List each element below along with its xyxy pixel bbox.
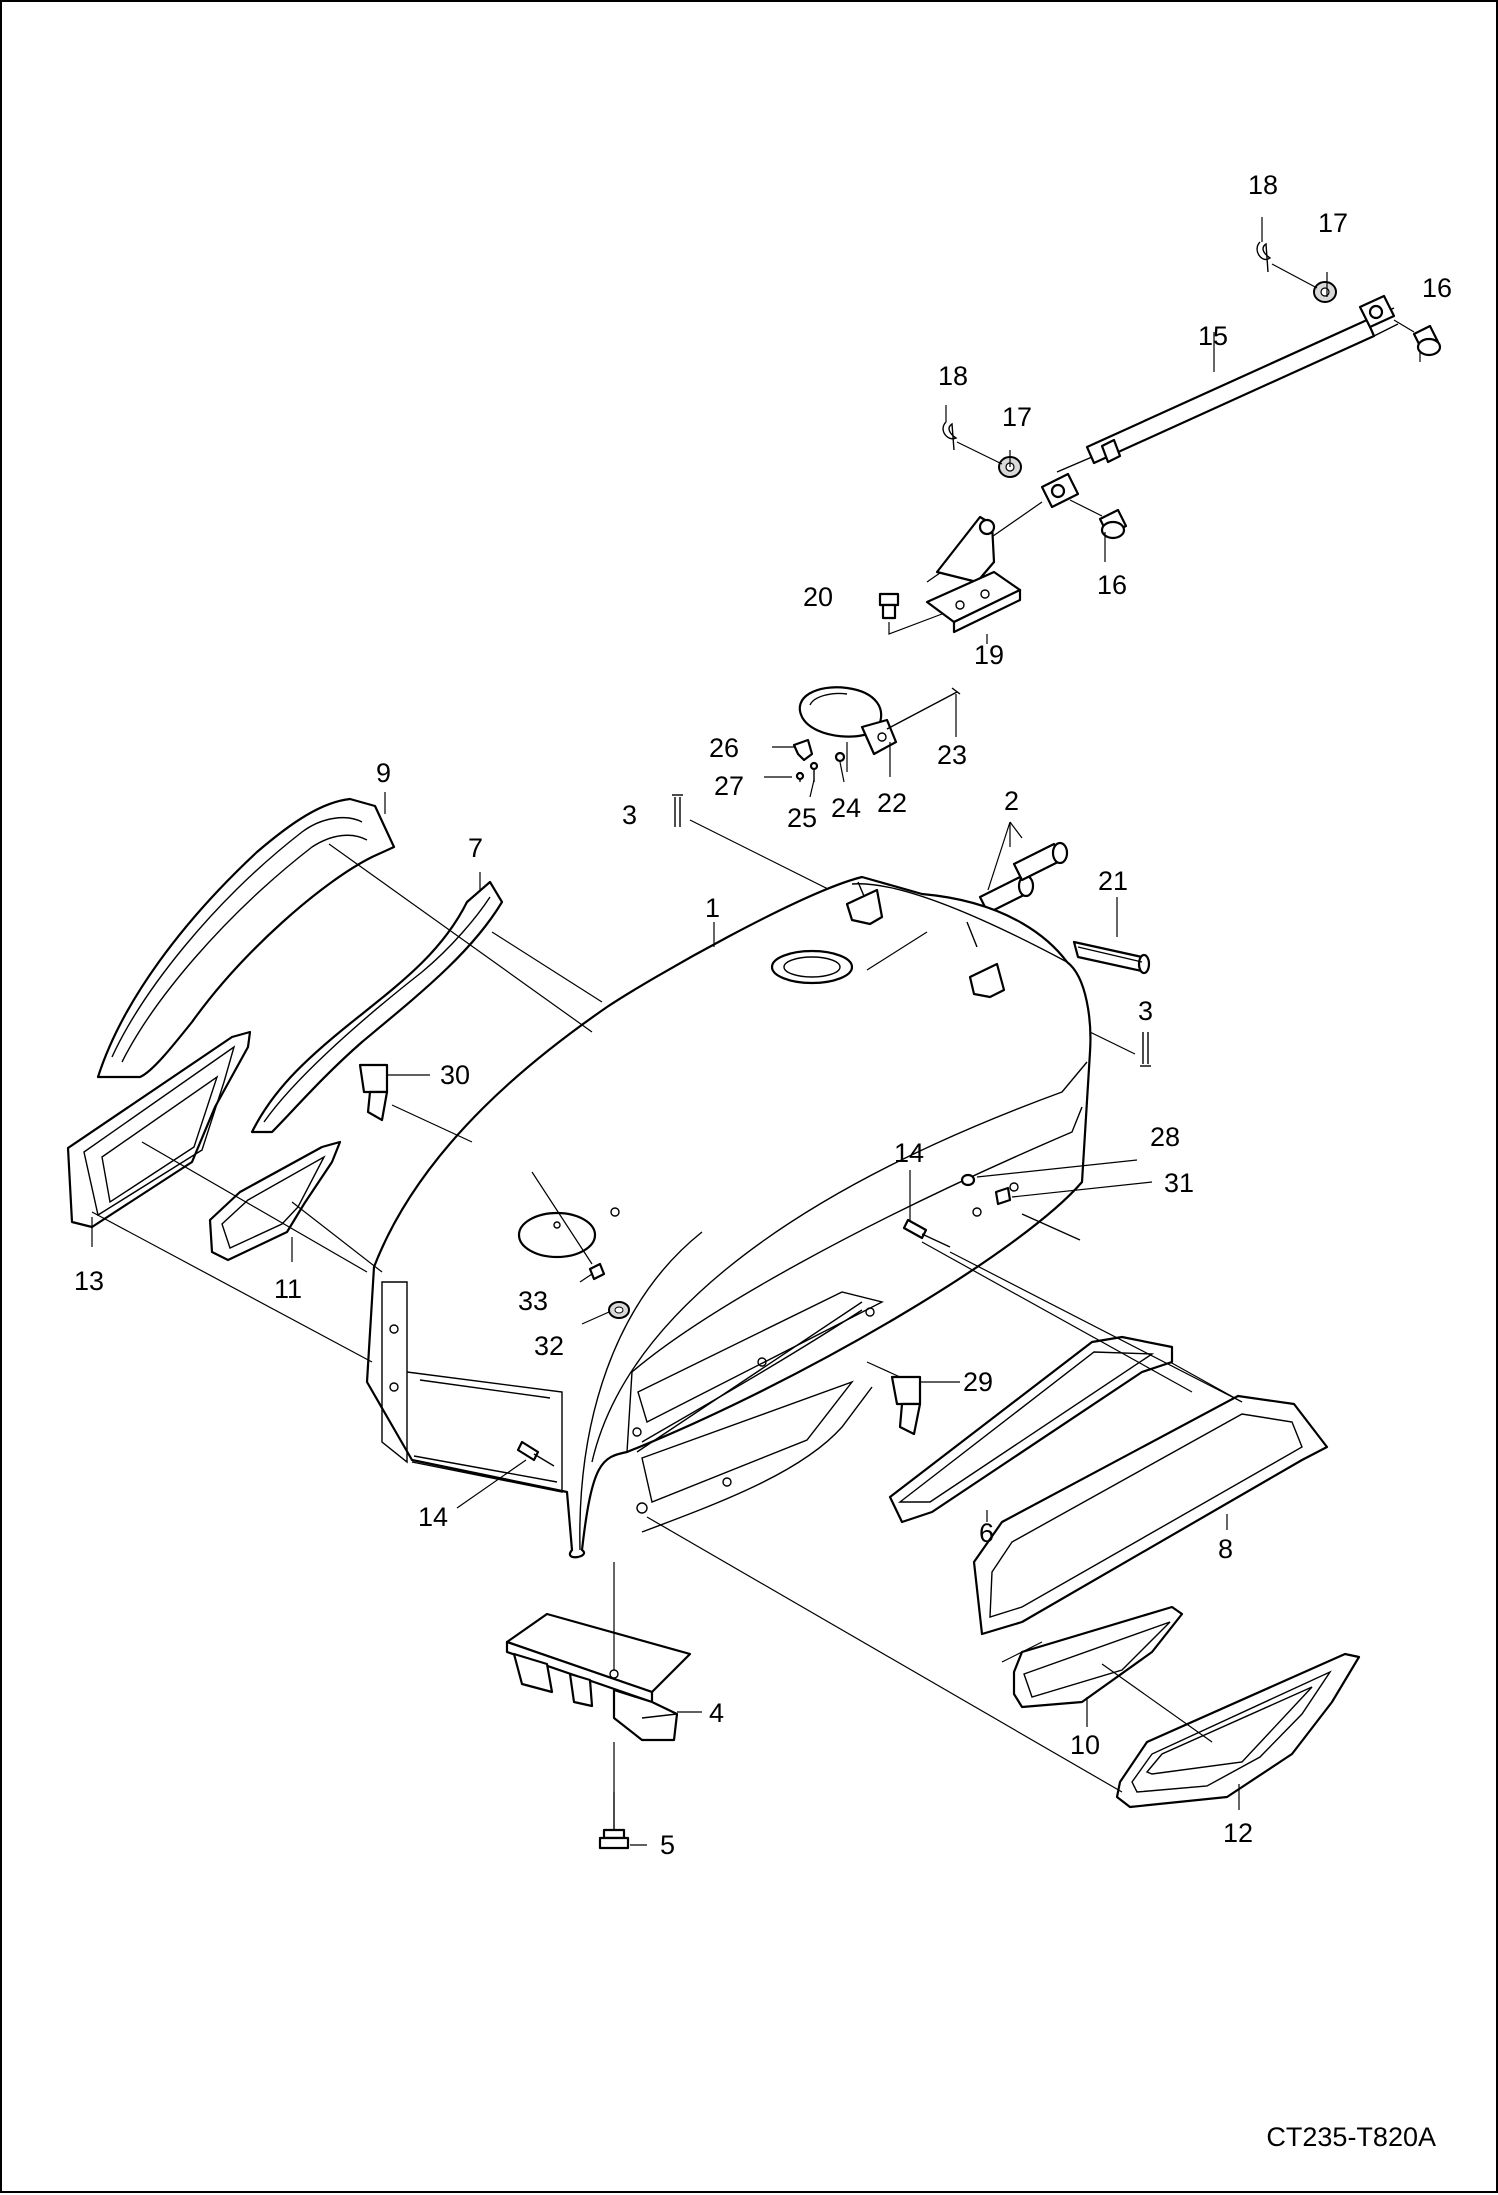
callout-15: 15 — [1198, 321, 1228, 351]
clip-26 — [772, 738, 814, 762]
pin-25 — [809, 761, 819, 782]
side-panel-9 — [96, 797, 396, 1079]
callout-24: 24 — [831, 793, 861, 823]
washer-17-upper — [1313, 281, 1337, 303]
callout-10: 10 — [1070, 1730, 1100, 1760]
callout-26: 26 — [709, 733, 739, 763]
bolt-20 — [878, 592, 943, 635]
callout-5: 5 — [660, 1830, 675, 1860]
fuel-cap-22 — [798, 686, 898, 756]
clip-18-lower — [942, 421, 1003, 465]
callout-23: 23 — [937, 740, 967, 770]
callout-9: 9 — [376, 758, 391, 788]
callout-16-upper: 16 — [1422, 273, 1452, 303]
side-panel-13 — [66, 1030, 252, 1229]
side-panel-11 — [208, 1140, 342, 1262]
gas-strut — [1056, 307, 1399, 473]
pin-24 — [834, 751, 846, 763]
side-panel-8 — [972, 1394, 1329, 1636]
explosion-lines — [91, 843, 1243, 1793]
latch-29 — [866, 1361, 960, 1436]
callout-20: 20 — [803, 582, 833, 612]
callout-17-upper: 17 — [1318, 208, 1348, 238]
side-panel-12 — [1115, 1652, 1361, 1809]
hood-1 — [365, 875, 1092, 1683]
nut-33 — [531, 1171, 606, 1283]
callout-3-right: 3 — [1138, 996, 1153, 1026]
callout-4: 4 — [709, 1698, 724, 1728]
callout-1: 1 — [705, 893, 720, 923]
pin-16-upper — [1393, 319, 1442, 357]
callout-3-left: 3 — [622, 800, 637, 830]
screw-27 — [764, 771, 805, 782]
cotter-pin-3-left — [672, 794, 855, 903]
callout-leaders — [91, 217, 1421, 1810]
side-panel-7 — [250, 880, 504, 1134]
strut-end-fitting-upper — [1358, 294, 1396, 329]
callout-27: 27 — [714, 771, 744, 801]
callout-14-right: 14 — [894, 1138, 924, 1168]
strut-bracket-19 — [925, 515, 1022, 634]
callout-14-left: 14 — [418, 1502, 448, 1532]
side-panel-6 — [888, 1335, 1174, 1524]
callout-12: 12 — [1223, 1818, 1253, 1848]
clip-18-upper — [1256, 241, 1318, 289]
callout-16-lower: 16 — [1097, 570, 1127, 600]
grommet-32 — [581, 1301, 630, 1325]
screw-14-right — [902, 1170, 951, 1248]
pin-16-lower — [1069, 499, 1128, 540]
callout-30: 30 — [440, 1060, 470, 1090]
clip-31 — [994, 1181, 1153, 1241]
support-bracket-4 — [505, 1612, 702, 1742]
rod-23 — [886, 687, 961, 730]
side-panel-10 — [1012, 1605, 1184, 1709]
callout-31: 31 — [1164, 1168, 1194, 1198]
callout-7: 7 — [468, 833, 483, 863]
callout-11: 11 — [274, 1274, 302, 1304]
figure-code: CT235-T820A — [1266, 2122, 1436, 2152]
callout-18-upper: 18 — [1248, 170, 1278, 200]
washer-28 — [960, 1159, 1138, 1187]
callout-18-lower: 18 — [938, 361, 968, 391]
callout-32: 32 — [534, 1331, 564, 1361]
callout-29: 29 — [963, 1367, 993, 1397]
strut-end-fitting-lower — [1040, 472, 1080, 509]
callout-21: 21 — [1098, 866, 1128, 896]
callout-19: 19 — [974, 640, 1004, 670]
screw-14-left — [456, 1440, 555, 1509]
callout-6: 6 — [979, 1518, 994, 1548]
callout-13: 13 — [74, 1266, 104, 1296]
callout-33: 33 — [518, 1286, 548, 1316]
callout-8: 8 — [1218, 1534, 1233, 1564]
flange-bolt-5 — [598, 1792, 647, 1850]
callout-25: 25 — [787, 803, 817, 833]
callout-2: 2 — [1004, 786, 1019, 816]
latch-30 — [358, 1063, 430, 1122]
callout-22: 22 — [877, 788, 907, 818]
callout-labels: 1 2 3 3 4 5 6 7 8 9 10 11 12 13 14 14 15… — [74, 170, 1452, 1860]
hinge-pin-2b — [1012, 841, 1069, 882]
label-2-leaders — [987, 821, 1023, 891]
callout-17-lower: 17 — [1002, 402, 1032, 432]
callout-28: 28 — [1150, 1122, 1180, 1152]
dowel-21 — [1072, 940, 1151, 975]
